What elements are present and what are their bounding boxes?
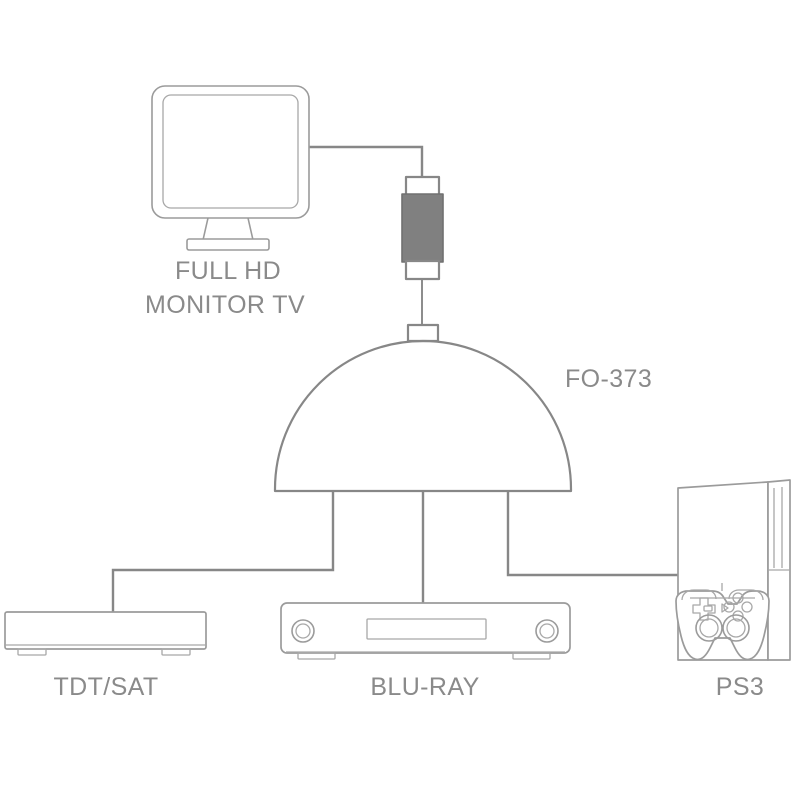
switch-output-port <box>406 323 440 343</box>
set-top-box-icon <box>4 611 207 656</box>
bluray-knob-left-inner <box>295 623 311 639</box>
monitor-bezel <box>151 85 310 219</box>
connector-top-cap <box>404 175 441 197</box>
monitor-label-line2: MONITOR TV <box>145 291 305 319</box>
bluray-label: BLU-RAY <box>370 673 479 701</box>
monitor-label-line1: FULL HD <box>175 257 281 285</box>
game-console-icon <box>675 479 791 661</box>
monitor-screen <box>162 94 299 209</box>
button-select <box>703 605 713 612</box>
button-circle <box>741 601 753 613</box>
bluray-body <box>280 602 571 654</box>
controller-shoulder-left <box>681 589 717 601</box>
dpad-cross <box>692 597 716 621</box>
connector-body <box>401 193 444 263</box>
analog-stick-right <box>722 614 750 642</box>
dome-switch-icon <box>273 323 573 493</box>
ps3-controller <box>675 583 770 661</box>
tdtsat-foot-left <box>17 648 47 656</box>
button-square <box>723 601 735 613</box>
tdtsat-foot-right <box>161 648 191 656</box>
bluray-disc-tray <box>366 618 487 640</box>
monitor-neck <box>202 217 254 241</box>
controller-shoulder-right <box>728 589 764 601</box>
monitor-icon <box>151 85 310 251</box>
monitor-base <box>186 238 270 251</box>
analog-stick-left-inner <box>699 618 719 638</box>
blu-ray-player-icon <box>280 602 571 660</box>
bluray-knob-left <box>291 619 315 643</box>
ps3-label: PS3 <box>716 673 764 701</box>
cable-monitor-to-adapter <box>308 145 424 178</box>
bluray-foot-left <box>297 652 336 660</box>
bluray-knob-right-inner <box>539 623 555 639</box>
analog-stick-left <box>695 614 723 642</box>
cable-switch-to-ps3 <box>506 492 678 577</box>
switch-dome-body <box>273 339 573 493</box>
controller-dpad-icon <box>692 597 716 621</box>
button-start <box>721 603 729 613</box>
switch-model-label: FO-373 <box>565 365 652 393</box>
hdmi-connector <box>401 175 444 281</box>
cable-switch-to-tdtsat <box>111 492 335 612</box>
bluray-foot-right <box>512 652 551 660</box>
button-triangle <box>732 592 744 604</box>
tdtsat-label: TDT/SAT <box>53 673 158 701</box>
bluray-knob-right <box>535 619 559 643</box>
analog-stick-right-inner <box>726 618 746 638</box>
controller-action-buttons <box>723 592 753 622</box>
tdtsat-body <box>4 611 207 650</box>
connector-bottom-cap <box>404 259 441 281</box>
